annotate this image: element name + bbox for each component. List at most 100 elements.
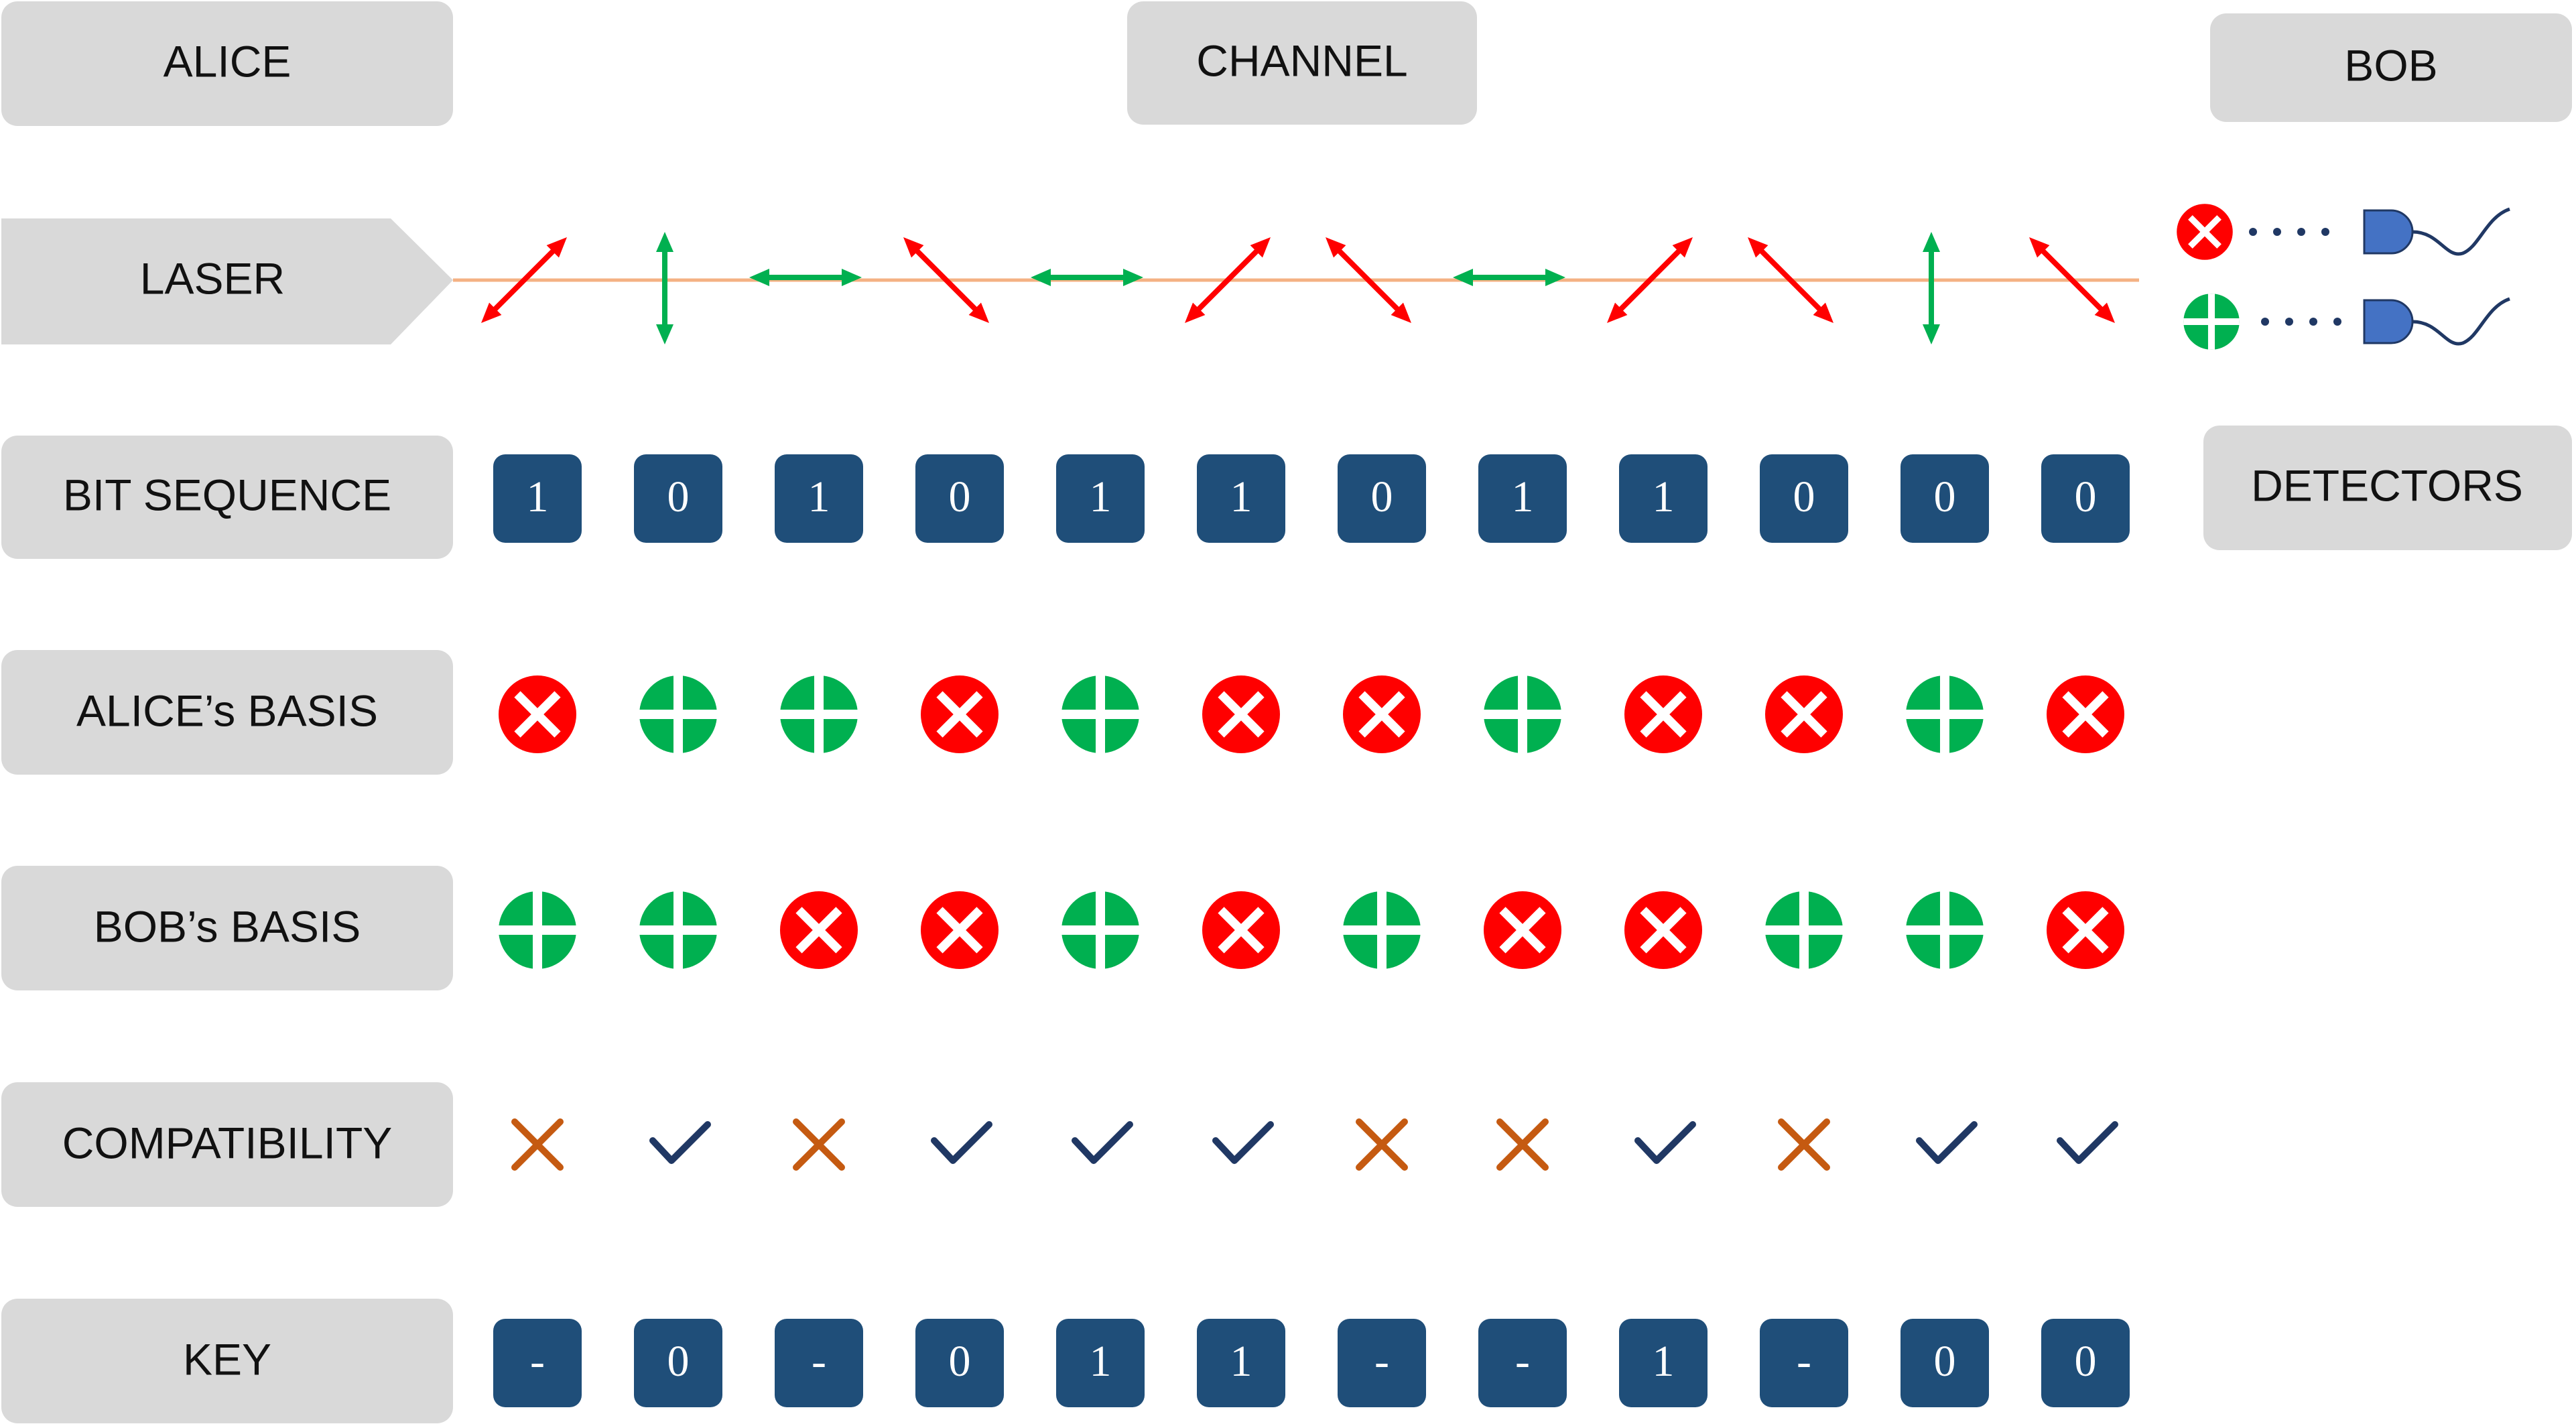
key-cell: - xyxy=(1760,1319,1848,1407)
ellipsis-dots-icon xyxy=(2249,228,2329,236)
key-value: 1 xyxy=(1090,1337,1112,1386)
signal-wave-icon xyxy=(2412,297,2510,346)
cross-icon xyxy=(1496,1118,1549,1171)
bit-value: 1 xyxy=(1230,472,1252,521)
alice-rectilinear-basis-icon xyxy=(780,675,858,753)
bob-diagonal-basis-icon xyxy=(1624,891,1702,969)
check-icon xyxy=(1212,1121,1274,1164)
key-value: 1 xyxy=(1230,1337,1252,1386)
photons xyxy=(481,232,2115,344)
bit-cell: 0 xyxy=(1338,454,1426,543)
photon-diag-up-arrow xyxy=(481,237,567,323)
signal-wave-icon xyxy=(2412,207,2510,256)
bob-rectilinear-basis-icon xyxy=(1765,891,1843,969)
key-cell: 0 xyxy=(915,1319,1004,1407)
bit-sequence-label-text: BIT SEQUENCE xyxy=(63,470,391,519)
alice-diagonal-basis-icon xyxy=(1765,675,1843,753)
bit-cell: 0 xyxy=(634,454,722,543)
key-cell: 0 xyxy=(634,1319,722,1407)
bob-diagonal-basis-icon xyxy=(1202,891,1280,969)
check-icon xyxy=(1634,1121,1696,1164)
cross-icon xyxy=(1356,1118,1408,1171)
bit-value: 1 xyxy=(1653,472,1675,521)
bit-value: 0 xyxy=(2075,472,2097,521)
key-cell: - xyxy=(775,1319,863,1407)
key-value: - xyxy=(1374,1337,1389,1386)
bit-value: 1 xyxy=(527,472,549,521)
detector xyxy=(2177,204,2510,260)
photon-vertical-arrow xyxy=(1923,232,1940,344)
detector xyxy=(2183,294,2510,350)
alice-basis-row xyxy=(499,675,2124,753)
key-value: 0 xyxy=(667,1337,690,1386)
cross-icon xyxy=(511,1118,564,1171)
photon-vertical-arrow xyxy=(656,232,673,344)
bob-diagonal-basis-icon xyxy=(1484,891,1561,969)
check-icon xyxy=(649,1121,711,1164)
key-cell: 1 xyxy=(1619,1319,1708,1407)
bit-cell: 1 xyxy=(1056,454,1145,543)
check-icon xyxy=(1072,1121,1133,1164)
compatibility-label: COMPATIBILITY xyxy=(1,1082,453,1207)
key-value: - xyxy=(530,1337,545,1386)
rectilinear-basis-icon xyxy=(2183,294,2240,350)
alice-basis-label: ALICE’s BASIS xyxy=(1,650,453,775)
key-value: 0 xyxy=(949,1337,971,1386)
detectors-header-label: DETECTORS xyxy=(2251,460,2523,510)
bob-header-label: BOB xyxy=(2344,40,2437,90)
bit-cell: 0 xyxy=(2041,454,2130,543)
laser-label: LASER xyxy=(1,218,453,344)
detectors-header: DETECTORS xyxy=(2203,426,2572,550)
bit-sequence-label: BIT SEQUENCE xyxy=(1,436,453,559)
key-cell: - xyxy=(1478,1319,1567,1407)
compatibility-label-text: COMPATIBILITY xyxy=(62,1118,393,1167)
bit-value: 0 xyxy=(1371,472,1393,521)
alice-rectilinear-basis-icon xyxy=(1484,675,1561,753)
alice-diagonal-basis-icon xyxy=(1624,675,1702,753)
alice-rectilinear-basis-icon xyxy=(1906,675,1984,753)
photon-diag-down-arrow xyxy=(2029,237,2115,323)
photon-horizontal-arrow xyxy=(1453,269,1565,286)
key-cell: 1 xyxy=(1197,1319,1285,1407)
bit-value: 1 xyxy=(1512,472,1534,521)
key-value: 0 xyxy=(1934,1337,1956,1386)
bit-value: 1 xyxy=(808,472,830,521)
alice-diagonal-basis-icon xyxy=(1202,675,1280,753)
check-icon xyxy=(931,1121,992,1164)
cross-icon xyxy=(793,1118,845,1171)
bob-basis-label-text: BOB’s BASIS xyxy=(94,901,361,951)
photon-horizontal-arrow xyxy=(1031,269,1143,286)
bit-value: 0 xyxy=(1793,472,1815,521)
compatibility-row xyxy=(511,1118,2118,1171)
photodetector-icon xyxy=(2363,209,2414,255)
bit-cell: 1 xyxy=(1478,454,1567,543)
bob-rectilinear-basis-icon xyxy=(639,891,717,969)
alice-diagonal-basis-icon xyxy=(1343,675,1421,753)
alice-diagonal-basis-icon xyxy=(921,675,999,753)
photon-horizontal-arrow xyxy=(749,269,862,286)
channel-header: CHANNEL xyxy=(1127,1,1477,125)
alice-basis-label-text: ALICE’s BASIS xyxy=(76,686,378,735)
diagonal-basis-icon xyxy=(2177,204,2233,260)
cross-icon xyxy=(1778,1118,1830,1171)
bob-rectilinear-basis-icon xyxy=(1061,891,1139,969)
alice-diagonal-basis-icon xyxy=(2047,675,2124,753)
bob-basis-row xyxy=(499,891,2124,969)
photon-diag-down-arrow xyxy=(903,237,989,323)
bit-cell: 1 xyxy=(775,454,863,543)
bob-diagonal-basis-icon xyxy=(780,891,858,969)
key-cell: 0 xyxy=(2041,1319,2130,1407)
check-icon xyxy=(2057,1121,2118,1164)
bit-value: 0 xyxy=(949,472,971,521)
alice-header: ALICE xyxy=(1,1,453,126)
key-value: - xyxy=(812,1337,826,1386)
photodetector-icon xyxy=(2363,299,2414,344)
photon-diag-down-arrow xyxy=(1326,237,1411,323)
key-cell: - xyxy=(493,1319,582,1407)
ellipsis-dots-icon xyxy=(2261,318,2341,326)
alice-header-label: ALICE xyxy=(164,36,292,86)
channel-header-label: CHANNEL xyxy=(1196,36,1407,85)
bob-basis-label: BOB’s BASIS xyxy=(1,866,453,990)
